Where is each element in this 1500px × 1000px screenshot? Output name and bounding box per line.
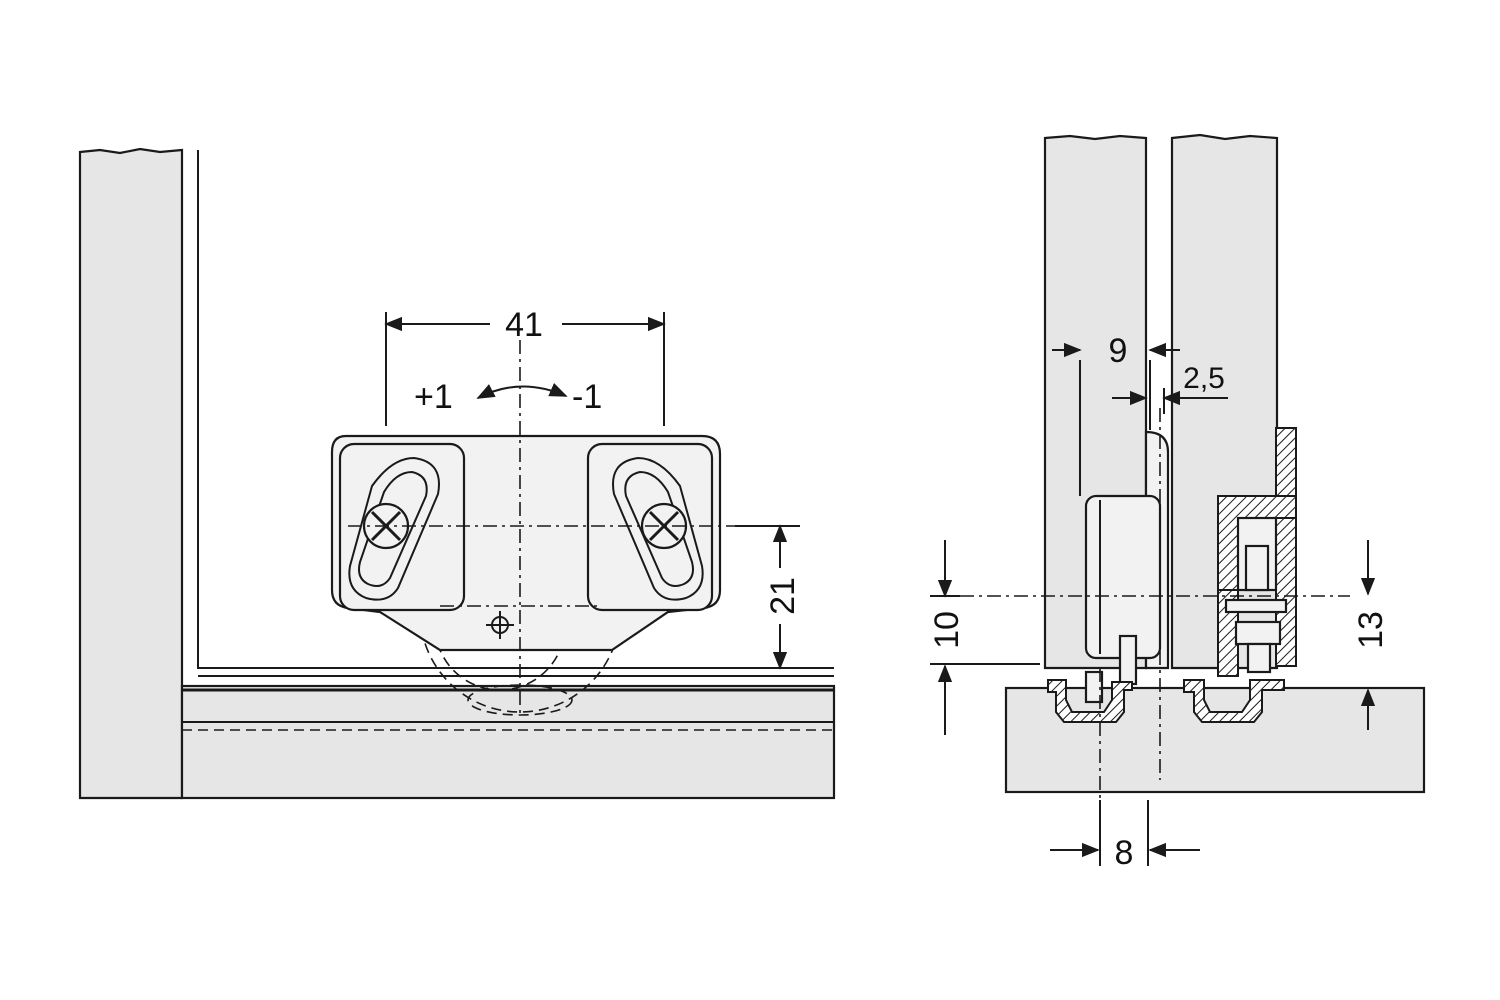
dimension-8: 8 — [1050, 800, 1200, 872]
dimension-2-5-label: 2,5 — [1183, 362, 1225, 395]
dimension-9: 9 — [1052, 332, 1180, 370]
side-bottom-board — [1004, 686, 1426, 794]
dimension-10-label: 10 — [928, 611, 966, 649]
door-outline — [197, 150, 834, 669]
right-slot — [612, 456, 704, 601]
side-view: 9 2,5 10 13 8 — [928, 133, 1426, 872]
cabinet-side-panel — [78, 147, 184, 800]
dimension-21: 21 — [735, 524, 802, 670]
left-slot — [348, 456, 440, 601]
front-view: 41 +1 -1 21 — [78, 147, 836, 800]
left-catch-part — [1047, 430, 1170, 723]
adjustment-arc: +1 -1 — [414, 378, 602, 416]
cabinet-bottom-panel — [180, 684, 836, 800]
adjust-minus-label: -1 — [572, 378, 602, 416]
adjust-plus-label: +1 — [414, 378, 453, 416]
dimension-8-label: 8 — [1115, 834, 1134, 872]
dimension-41-label: 41 — [505, 306, 543, 344]
dimension-2-5: 2,5 — [1112, 362, 1228, 414]
dimension-9-label: 9 — [1109, 332, 1128, 370]
dimension-13-label: 13 — [1352, 611, 1390, 649]
dimension-10: 10 — [928, 540, 1040, 735]
dimension-21-label: 21 — [764, 577, 802, 615]
right-catch-part — [1183, 427, 1297, 723]
dimension-41: 41 — [384, 306, 666, 426]
dimension-13: 13 — [1284, 540, 1390, 730]
